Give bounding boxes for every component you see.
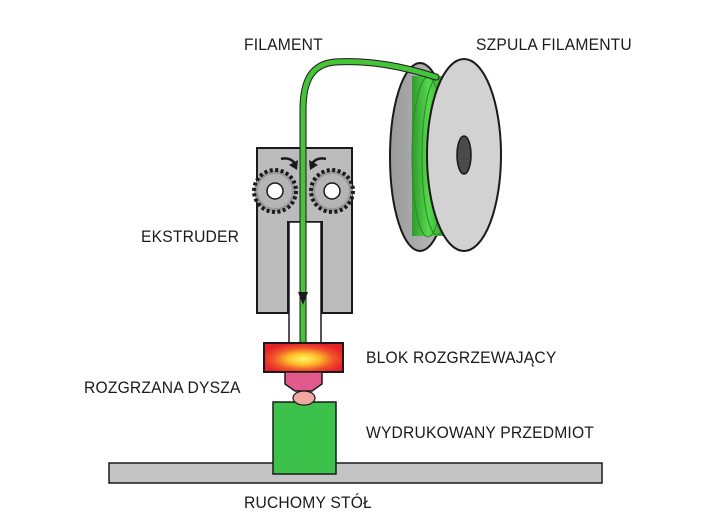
filament-strand [299,58,440,349]
moving-bed-label: RUCHOMY STÓŁ [244,493,372,512]
heater-block-label: BLOK ROZGRZEWAJĄCY [366,348,557,367]
extruder-label: EKSTRUDER [141,227,240,246]
drive-gear-left [252,168,298,214]
filament-spool [389,58,502,252]
rotation-arrows-icon [280,157,327,170]
moving-bed [108,462,603,484]
printed-object-label: WYDRUKOWANY PRZEDMIOT [366,423,595,442]
hot-nozzle [284,371,323,406]
filament-label: FILAMENT [244,35,323,54]
hot-nozzle-label: ROZGRZANA DYSZA [84,378,241,397]
drive-gear-right [309,168,355,214]
heater-block [263,342,344,373]
spool-label: SZPULA FILAMENTU [476,35,632,54]
printed-object [272,401,337,475]
feed-arrow-icon [298,292,308,305]
